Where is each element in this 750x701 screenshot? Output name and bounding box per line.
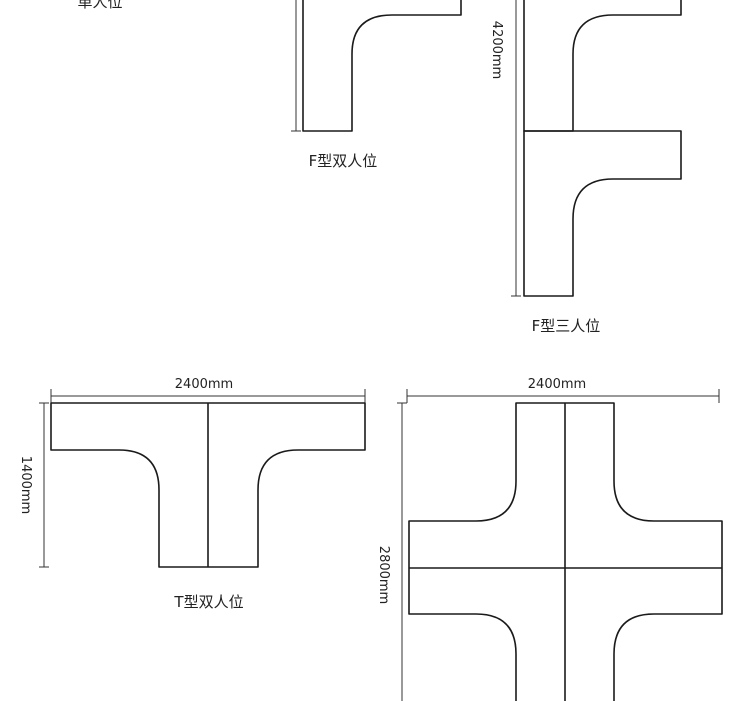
cross-desk: 2400mm 2800mm bbox=[376, 377, 723, 701]
f-triple-lower-outline bbox=[523, 130, 682, 297]
cross-outline bbox=[408, 402, 723, 701]
t-width-dim: 2400mm bbox=[175, 377, 233, 392]
f-triple-height-dim: 4200mm bbox=[489, 21, 504, 79]
cross-width-dim: 2400mm bbox=[528, 377, 586, 392]
single-seat-label: 单人位 bbox=[77, 0, 122, 11]
t-double-outline bbox=[50, 402, 366, 568]
f-triple-upper-outline bbox=[523, 0, 682, 132]
f-triple-label: F型三人位 bbox=[532, 317, 601, 335]
f-double-desk bbox=[291, 0, 462, 132]
f-triple-desk: 4200mm bbox=[489, 0, 682, 297]
f-double-label: F型双人位 bbox=[309, 152, 378, 170]
t-height-dim: 1400mm bbox=[18, 456, 33, 514]
t-double-label: T型双人位 bbox=[173, 593, 243, 611]
cross-height-dim: 2800mm bbox=[376, 546, 391, 604]
f-double-outline bbox=[302, 0, 462, 132]
t-double-desk: 2400mm 1400mm bbox=[18, 377, 366, 568]
